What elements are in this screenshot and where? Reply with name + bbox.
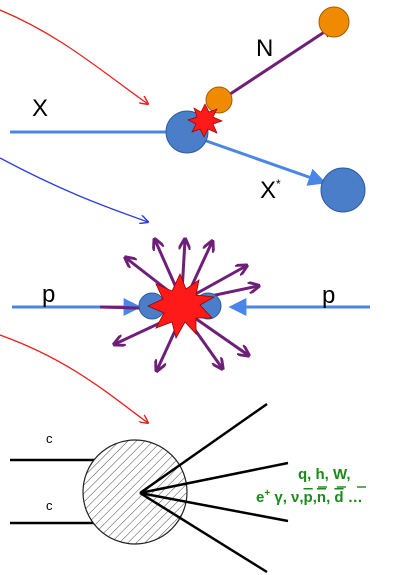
outgoing-lines — [139, 402, 289, 574]
incoming-label-top: c — [46, 431, 53, 446]
outgoing-beam-arrow — [194, 135, 327, 186]
products-line-1: q, h, W, — [298, 466, 351, 483]
products-line-2: e+ γ, ν,p,n, d … — [256, 488, 363, 506]
recoil-nucleon — [205, 86, 233, 114]
connector-blue-middle — [0, 157, 148, 222]
product-arrow — [191, 314, 248, 355]
collider-panel: p p — [12, 240, 370, 370]
right-beam-label: p — [322, 282, 335, 309]
connector-red-top — [0, 9, 148, 104]
scattered-particle-label: X* — [260, 177, 281, 204]
connector-red-bottom — [0, 334, 148, 423]
ejected-nucleon — [318, 6, 350, 38]
product-arrow — [155, 240, 180, 293]
annihilation-panel: c c q, h, W, e+ γ, ν,p,n, d … — [10, 402, 366, 574]
scattered-particle — [320, 167, 366, 213]
outgoing-line — [139, 491, 268, 574]
left-beam-label: p — [42, 281, 55, 308]
outgoing-line — [139, 491, 289, 523]
outgoing-line — [139, 402, 268, 495]
annihilation-blob — [82, 439, 188, 545]
collision-flash-icon — [147, 272, 216, 340]
outgoing-line — [139, 461, 289, 495]
elastic-scattering-panel: X N X* — [10, 6, 366, 213]
recoil-arrow — [217, 27, 332, 104]
incoming-label-bottom: c — [46, 498, 53, 513]
collision-flash-icon — [187, 103, 223, 138]
product-arrow — [191, 266, 246, 298]
recoil-label: N — [256, 35, 273, 62]
incoming-particle-label: X — [32, 95, 48, 122]
